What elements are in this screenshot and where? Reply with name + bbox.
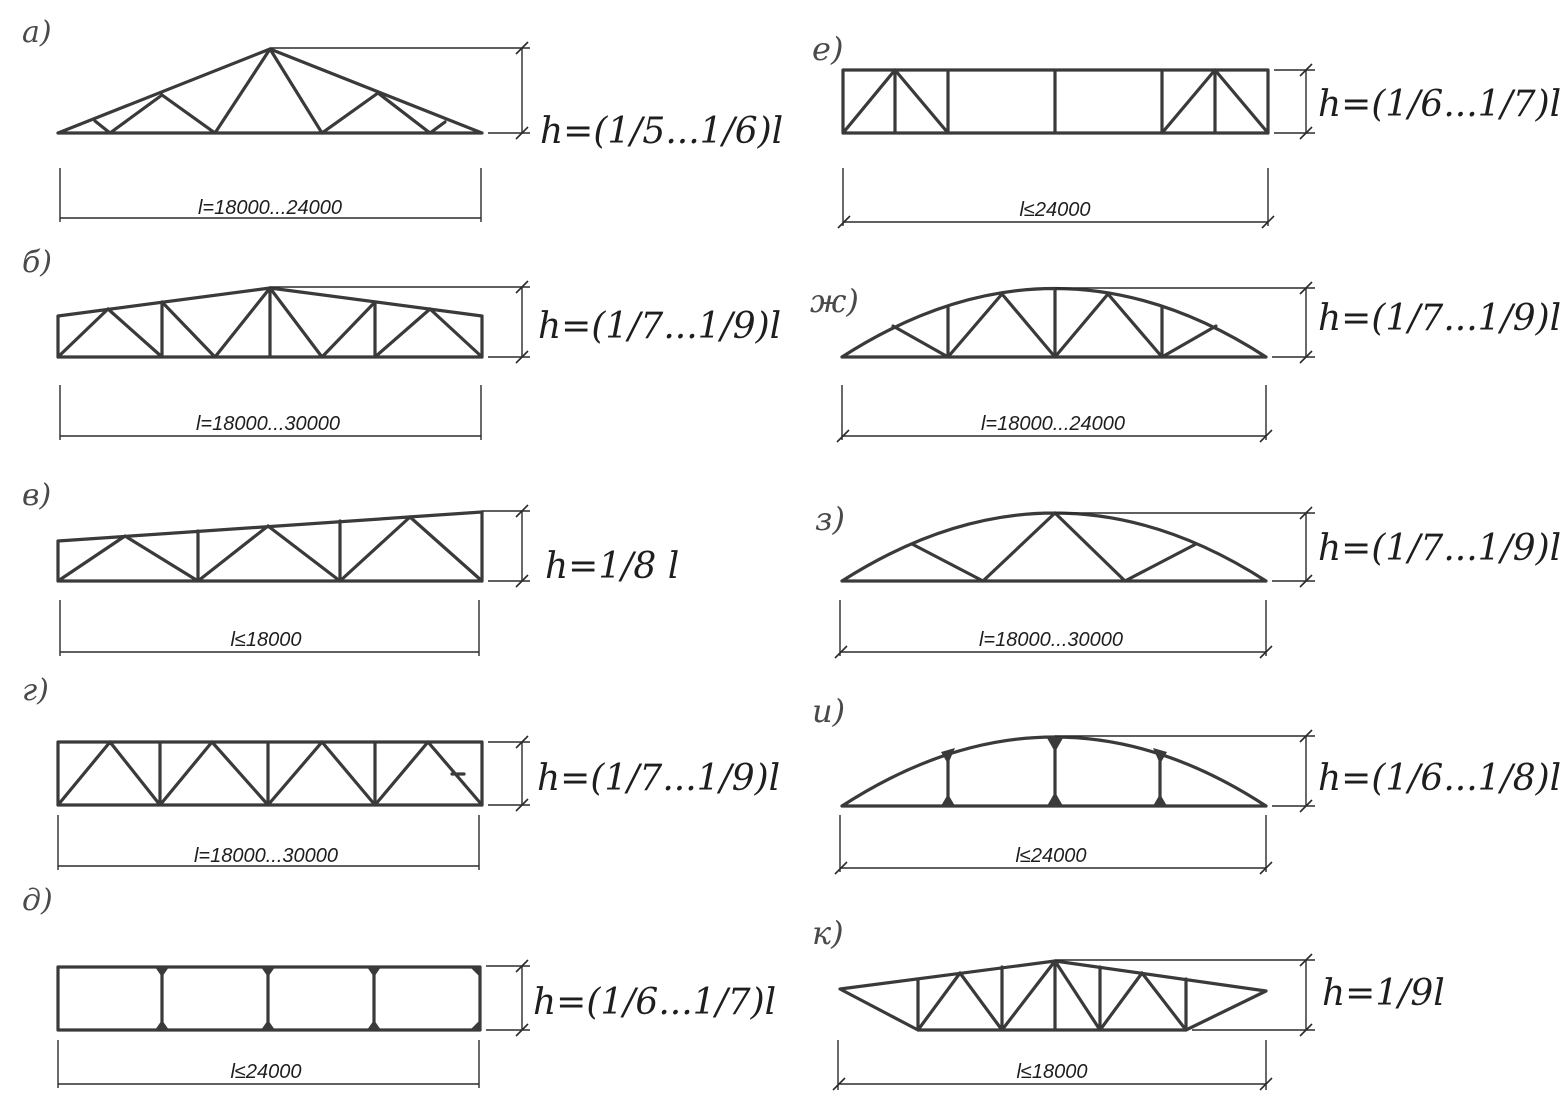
truss-v-members <box>56 510 484 583</box>
truss-i-height-ratio: h=(1/6...1/8)l <box>1318 758 1561 799</box>
truss-b-letter: б) <box>22 245 52 280</box>
truss-a: а) l=18000...24000 h=(1/5...1/6)l <box>22 15 783 222</box>
truss-b-members <box>56 286 484 359</box>
truss-z-letter: з) <box>815 500 845 538</box>
truss-e-members <box>841 68 1270 135</box>
truss-k-span-label: l≤18000 <box>1016 1061 1087 1083</box>
truss-z-members <box>840 511 1268 583</box>
truss-g-height-ratio: h=(1/7...1/9)l <box>537 758 780 799</box>
truss-e: е) l≤24000 h=(1/6...1/7)l <box>812 30 1561 229</box>
truss-d-members <box>56 965 482 1032</box>
truss-z-height-dim <box>1055 506 1315 588</box>
truss-e-span-label: l≤24000 <box>1019 199 1090 221</box>
truss-zh-letter: ж) <box>810 282 859 320</box>
truss-d-height-dim <box>486 959 530 1037</box>
truss-z-span-dim <box>834 600 1273 659</box>
truss-v-height-ratio: h=1/8 l <box>545 546 679 587</box>
truss-k-members <box>838 959 1268 1032</box>
truss-k-letter: к) <box>812 914 844 952</box>
truss-d-span-label: l≤24000 <box>230 1061 301 1083</box>
truss-a-members <box>56 47 484 135</box>
truss-e-letter: е) <box>812 30 843 68</box>
truss-a-height-dim <box>270 41 530 140</box>
truss-i-members <box>840 735 1268 808</box>
truss-v-letter: в) <box>22 478 51 513</box>
truss-v: в) l≤18000 h=1/8 l <box>22 478 679 656</box>
truss-b-height-dim <box>270 280 530 364</box>
truss-i-span-label: l≤24000 <box>1015 845 1086 867</box>
truss-e-span-dim <box>837 168 1275 229</box>
truss-g-letter: г) <box>22 673 49 708</box>
truss-d-letter: д) <box>22 883 53 918</box>
truss-d: д) l≤24000 h=(1/6...1/7)l <box>22 883 776 1088</box>
truss-v-span-label: l≤18000 <box>230 629 301 651</box>
truss-i-span-dim <box>834 815 1273 875</box>
truss-e-height-dim <box>1274 63 1315 140</box>
truss-k-span-dim <box>832 1040 1273 1091</box>
truss-zh-span-dim <box>836 385 1273 443</box>
truss-k-height-dim <box>1055 953 1315 1037</box>
truss-zh-span-label: l=18000...24000 <box>981 413 1125 435</box>
truss-i-height-dim <box>1055 729 1315 813</box>
truss-d-height-ratio: h=(1/6...1/7)l <box>533 982 776 1023</box>
truss-v-height-dim <box>482 504 530 588</box>
truss-a-span-label: l=18000...24000 <box>198 197 342 219</box>
truss-zh: ж) l=18000...24000 h=(1/7...1/9)l <box>810 281 1561 443</box>
truss-a-height-ratio: h=(1/5...1/6)l <box>540 111 783 152</box>
truss-z-span-label: l=18000...30000 <box>979 629 1123 651</box>
truss-e-height-ratio: h=(1/6...1/7)l <box>1318 84 1561 125</box>
truss-b-span-label: l=18000...30000 <box>196 413 340 435</box>
truss-zh-height-dim <box>1055 281 1315 364</box>
truss-g-span-dim <box>57 815 480 870</box>
truss-b-span-dim <box>59 385 482 440</box>
truss-k-height-ratio: h=1/9l <box>1322 973 1445 1014</box>
truss-g: г) l=18000...30000 h=(1/7...1/9)l <box>22 673 780 870</box>
truss-v-span-dim <box>59 600 480 656</box>
truss-zh-members <box>840 286 1268 359</box>
truss-z: з) l=18000...30000 h=(1/7...1/9)l <box>815 500 1561 659</box>
truss-b-height-ratio: h=(1/7...1/9)l <box>538 306 781 347</box>
truss-d-span-dim <box>57 1040 480 1088</box>
truss-b: б) l=18000...30000 h=(1/7...1/9)l <box>22 245 781 440</box>
truss-a-letter: а) <box>22 15 52 50</box>
truss-g-span-label: l=18000...30000 <box>194 845 338 867</box>
truss-zh-height-ratio: h=(1/7...1/9)l <box>1318 298 1561 339</box>
truss-i: и) l≤24000 h=(1/6...1/8)l <box>812 692 1561 875</box>
truss-a-span-dim <box>59 168 482 222</box>
truss-g-height-dim <box>488 735 530 812</box>
truss-k: к) l≤18000 h=1/9l <box>812 914 1445 1091</box>
truss-g-members <box>56 740 484 807</box>
truss-z-height-ratio: h=(1/7...1/9)l <box>1318 528 1561 569</box>
truss-i-letter: и) <box>812 692 845 730</box>
